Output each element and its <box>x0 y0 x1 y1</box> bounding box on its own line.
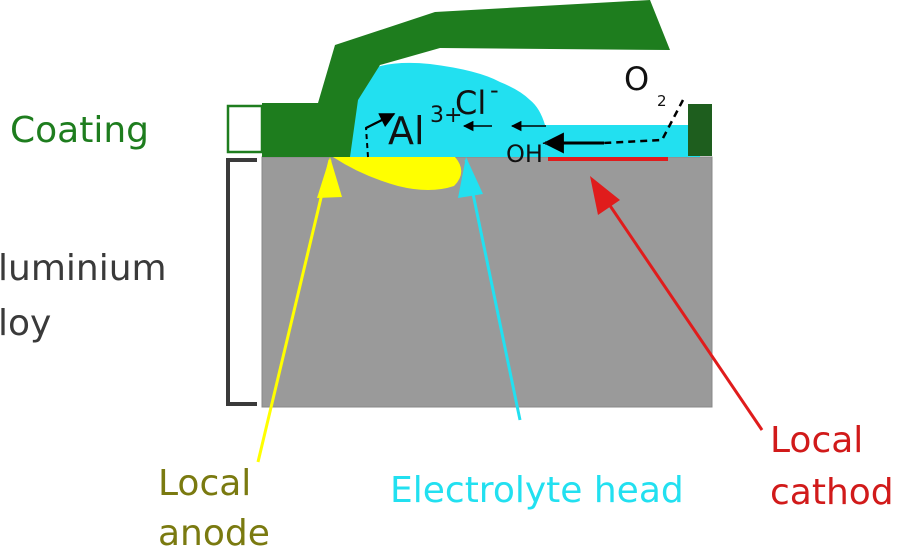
local-anode-label-line1: Local <box>158 463 251 504</box>
pointer-electrolyte <box>464 159 522 421</box>
pointer-local-cathode <box>592 181 764 431</box>
local-anode-label-line2: anode <box>158 513 270 550</box>
arrow-al-release <box>365 113 396 129</box>
oxygen-label: O <box>624 60 649 98</box>
pointer-local-cathode-head <box>590 176 620 215</box>
coating-lifted-flap <box>262 0 670 157</box>
chloride-charge-label: - <box>490 76 499 104</box>
hydroxide-charge-label: - <box>542 132 549 153</box>
pointer-local-anode-head <box>317 157 342 198</box>
aluminium-ion-label: Al <box>388 109 425 153</box>
local-cathode-strip <box>548 156 668 161</box>
alloy-label-line1: luminium <box>0 248 167 289</box>
dashed-path-oxygen <box>602 99 685 145</box>
local-cathode-label-line2: cathod <box>770 472 894 513</box>
coating-label: Coating <box>10 110 149 151</box>
pointer-local-anode <box>256 159 332 463</box>
alloy-label-line2: loy <box>0 303 51 344</box>
aluminium-alloy-block <box>261 156 713 408</box>
pointer-electrolyte-head <box>458 157 483 198</box>
oxygen-subscript-label: 2 <box>657 92 667 110</box>
alloy-bracket <box>226 158 257 406</box>
local-anode-region <box>333 157 462 190</box>
electrolyte-head-label: Electrolyte head <box>390 470 684 511</box>
aluminium-charge-label: 3+ <box>430 103 462 128</box>
chloride-label: Cl <box>455 84 486 122</box>
hydroxide-label: OH <box>506 140 543 168</box>
local-cathode-label-line1: Local <box>770 420 863 461</box>
coating-outline <box>226 104 264 154</box>
coating-right-block <box>688 104 712 156</box>
electrolyte-head <box>338 62 700 157</box>
